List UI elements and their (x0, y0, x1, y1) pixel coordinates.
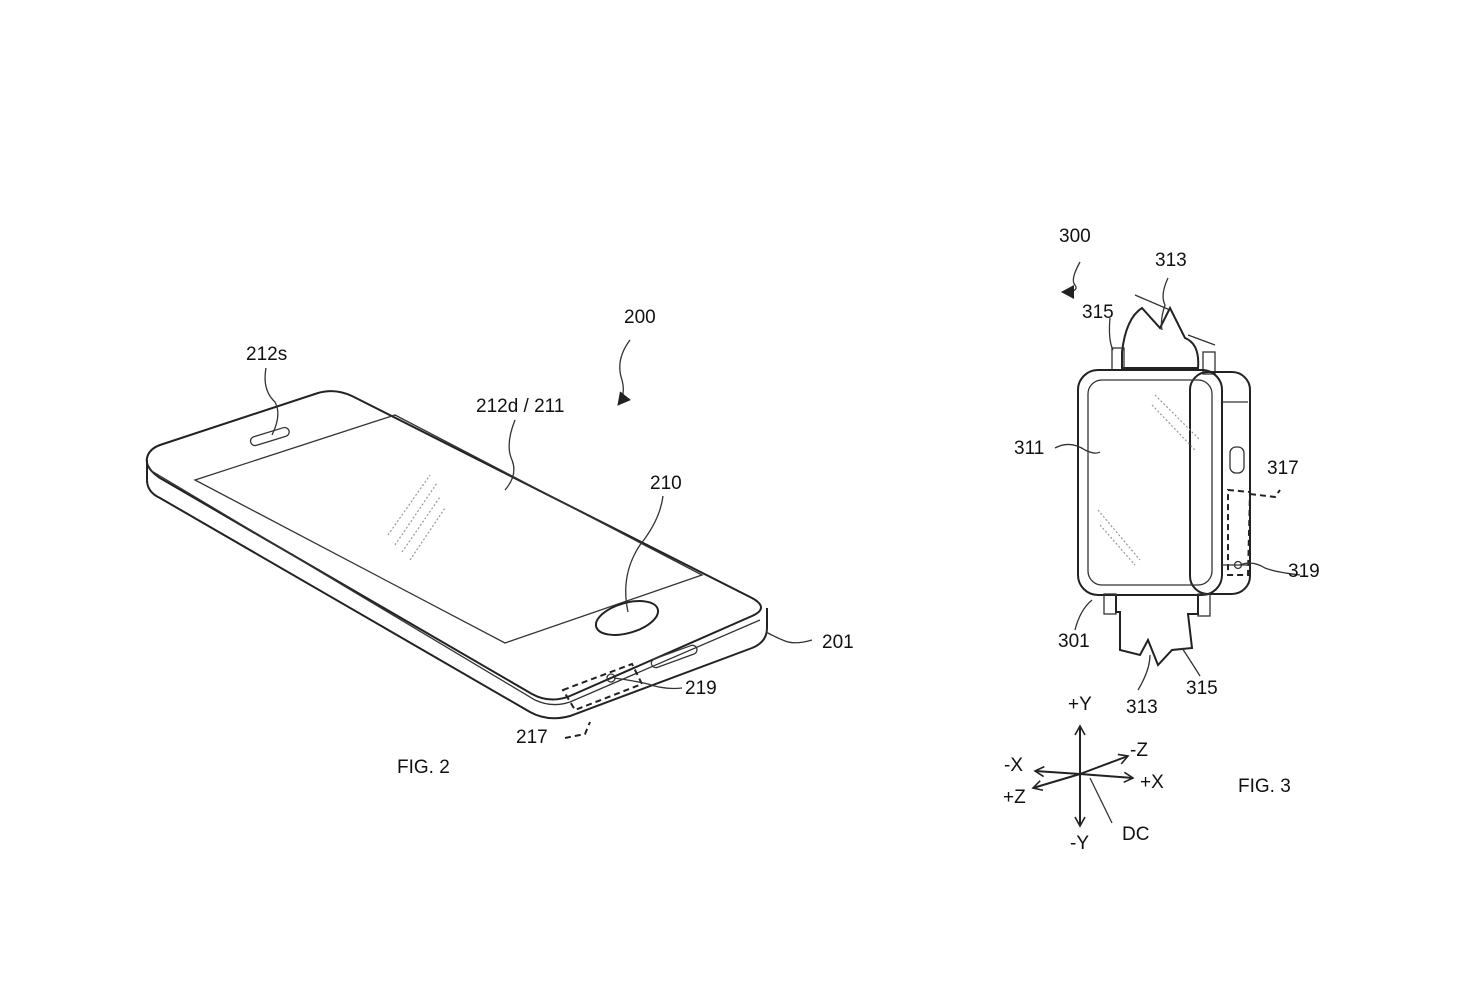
screen-glare-hatch (387, 474, 446, 561)
label-301: 301 (1058, 631, 1090, 652)
label-200: 200 (624, 307, 656, 328)
axis-pos-x: +X (1140, 772, 1164, 793)
label-219: 219 (685, 678, 717, 699)
top-lug-right (1202, 351, 1216, 375)
label-315-bottom: 315 (1186, 678, 1218, 699)
label-212d-211: 212d / 211 (476, 396, 564, 417)
home-button (594, 600, 660, 636)
fig2-caption: FIG. 2 (397, 757, 450, 778)
label-315-top: 315 (1082, 302, 1114, 323)
bottom-lug-left (1103, 593, 1117, 615)
label-217: 217 (516, 727, 548, 748)
watch-glare-hatch (1097, 394, 1201, 566)
label-201: 201 (822, 632, 854, 653)
label-300: 300 (1059, 226, 1091, 247)
axis-neg-z: -Z (1130, 740, 1148, 761)
region-217-outline (561, 662, 644, 712)
label-313-top: 313 (1155, 250, 1187, 271)
top-band (1121, 305, 1200, 369)
lightning-port (650, 644, 698, 669)
fig3-caption: FIG. 3 (1238, 776, 1291, 797)
axis-neg-y: -Y (1070, 833, 1089, 854)
axis-pos-y: +Y (1068, 694, 1092, 715)
label-319: 319 (1288, 561, 1320, 582)
region-317-outline (1227, 488, 1252, 576)
watch-screen (1087, 379, 1213, 586)
label-210: 210 (650, 473, 682, 494)
phone-top-face (145, 390, 762, 701)
label-212s: 212s (246, 344, 287, 365)
axis-pos-z: +Z (1003, 787, 1026, 808)
label-317: 317 (1267, 458, 1299, 479)
bottom-band (1115, 596, 1199, 667)
label-313-bottom: 313 (1126, 697, 1158, 718)
bottom-lug-right (1197, 593, 1211, 617)
phone-screen (193, 414, 704, 644)
coordinate-axes: +Y -Y -X +X -Z +Z DC (1003, 694, 1164, 854)
fig3-smartwatch: 300 313 315 311 317 319 301 313 315 +Y -… (1003, 226, 1320, 854)
speaker-slot (249, 426, 290, 447)
phone-housing-side (146, 460, 768, 720)
watch-case-side (1189, 371, 1251, 595)
label-311: 311 (1014, 438, 1044, 459)
axis-neg-x: -X (1004, 755, 1023, 776)
crown (1229, 446, 1245, 474)
axis-dc: DC (1122, 824, 1149, 845)
watch-case (1077, 369, 1223, 596)
fig2-smartphone: 200 212s 212d / 211 210 201 219 217 FIG.… (145, 307, 854, 778)
